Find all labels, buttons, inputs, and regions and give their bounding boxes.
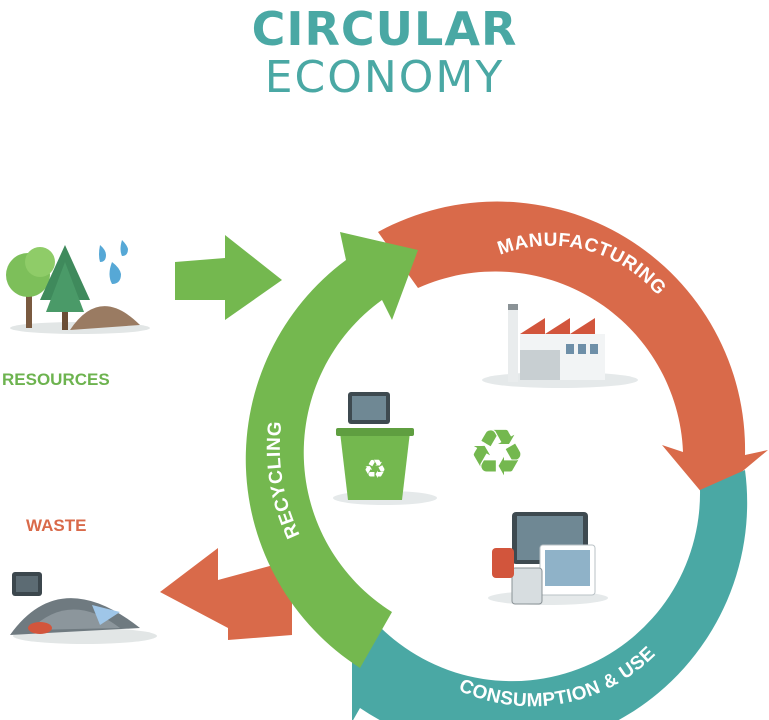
recycle-bin-icon: ♻ — [333, 392, 437, 505]
waste-label: WASTE — [26, 516, 87, 535]
devices-icon — [488, 512, 608, 605]
recycle-symbol-icon: ♻ — [468, 417, 525, 491]
consumption-arc — [352, 470, 748, 720]
resources-illustration — [6, 240, 150, 334]
factory-icon — [482, 304, 638, 388]
resources-arrow — [175, 235, 282, 320]
waste-illustration — [10, 572, 157, 644]
title-economy: ECONOMY — [264, 52, 505, 103]
recycling-arc — [245, 232, 418, 668]
resources-label: RESOURCES — [2, 370, 110, 389]
manufacturing-arc — [378, 201, 768, 500]
svg-text:♻: ♻ — [363, 455, 386, 485]
waste-arrow — [160, 548, 292, 640]
title-circular: CIRCULAR — [251, 2, 518, 56]
